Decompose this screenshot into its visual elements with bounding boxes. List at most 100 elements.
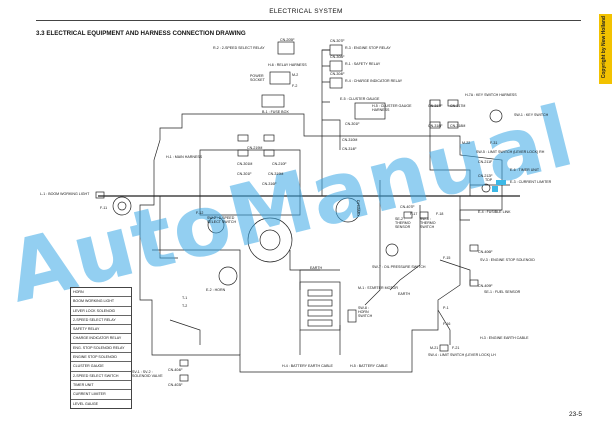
label-sw2: SW-2 : 2-SPEED SELECT SWITCH xyxy=(207,216,237,225)
label-earth2: EARTH xyxy=(398,292,411,296)
label-battery-earth: H-4 : BATTERY EARTH CABLE xyxy=(282,364,333,368)
relay-r4 xyxy=(329,77,343,89)
page-header-title: ELECTRICAL SYSTEM xyxy=(269,8,343,15)
label-cn404f: CN-404F xyxy=(168,368,183,372)
label-cn406f: CN-406F xyxy=(478,250,493,254)
section-title: 3.3 ELECTRICAL EQUIPMENT AND HARNESS CON… xyxy=(36,30,246,37)
label-fuse-box: B-1 : FUSE BOX xyxy=(262,110,289,114)
label-cn409f: CN-409F xyxy=(478,284,493,288)
label-r3: R-3 : ENGINE STOP RELAY xyxy=(345,46,391,50)
legend-row: CHARGE INDICATOR RELAY xyxy=(71,333,131,342)
timer-unit xyxy=(481,183,491,193)
label-cluster-harness: H-5 : CLUSTER GAUGE HARNESS xyxy=(372,104,412,113)
label-cn310m: CN-310M xyxy=(342,138,358,142)
label-cn211f: CN-211F xyxy=(478,160,493,164)
legend-row: HORN xyxy=(73,290,84,294)
label-battery-cable: H-5 : BATTERY CABLE xyxy=(350,364,388,368)
label-f31: F-31 xyxy=(490,141,498,145)
earth-wire xyxy=(289,250,320,271)
label-cn319m: CN-319M xyxy=(268,172,284,176)
label-f11: F-11 xyxy=(100,206,108,210)
legend-row: ENG. STOP SOLENOID RELAY xyxy=(71,342,131,352)
label-f2: F-2 xyxy=(292,84,298,88)
current-limiter-mark xyxy=(496,180,506,185)
keyswitch-link xyxy=(429,100,471,196)
legend-row: 2-SPEED SELECT SWITCH xyxy=(71,370,131,380)
relay-r2 xyxy=(277,41,295,55)
label-sv3: SV-3 : ENGINE STOP SOLENOID xyxy=(480,258,535,262)
boom-light xyxy=(112,196,132,216)
label-cn403f: CN-403F xyxy=(168,383,183,387)
label-r1: R-1 : SAFETY RELAY xyxy=(345,62,381,66)
legend-row: CURRENT LIMITER xyxy=(71,389,131,398)
label-cn301fb: CN-301F xyxy=(237,172,252,176)
relay-r3 xyxy=(329,44,343,56)
cluster-gauge-box xyxy=(354,102,386,120)
label-t1: T-1 xyxy=(182,296,188,300)
oil-switch-circle xyxy=(385,243,399,257)
fuse-box xyxy=(261,94,285,108)
engine-area-wire xyxy=(389,205,421,291)
frame-outline xyxy=(139,113,503,373)
label-timer: E-6 : TIMER UNIT xyxy=(510,168,540,172)
label-sv1: SV-1 : SV-2 : SOLENOID VALVE xyxy=(132,370,163,379)
label-cn301f: CN-301F xyxy=(345,122,360,126)
key-switch xyxy=(489,109,503,123)
label-h7a: H-7A : KEY SWITCH HARNESS xyxy=(465,93,517,97)
label-f17: F-17 xyxy=(410,212,418,216)
label-cn314f: CN-314F xyxy=(342,147,357,151)
label-current-limiter: E-3 : CURRENT LIMITER xyxy=(510,180,552,184)
label-cn318f: CN-318F xyxy=(428,124,443,128)
label-engine-earth: H-3 : ENGINE EARTH CABLE xyxy=(480,336,529,340)
power-socket-box xyxy=(269,71,291,85)
label-l1: L-1 : BOOM WORKING LIGHT xyxy=(40,192,90,196)
label-fuel-sensor: SE-1 : FUEL SENSOR xyxy=(484,290,521,294)
starter-wire xyxy=(299,269,340,290)
legend-row: CLUSTER GAUGE xyxy=(71,361,131,370)
label-cn318m: CN-318M xyxy=(450,124,466,128)
solenoid-wire xyxy=(169,319,201,345)
label-cn304f: CN-304F xyxy=(330,72,345,76)
label-power-socket: POWER SOCKET xyxy=(250,74,265,83)
horn-circle xyxy=(218,266,238,286)
label-t2: T-2 xyxy=(182,304,188,308)
label-sw8: SW-8 : HORN SWITCH xyxy=(358,306,373,319)
label-fusible: E-4 : FUSIBLE LINK xyxy=(478,210,511,214)
lh-limit-wire xyxy=(437,309,451,345)
inner-bracket xyxy=(152,249,241,355)
label-se2: SE-2 : THERMO SENSOR xyxy=(395,217,411,230)
label-sw5: SW-5 : LIMIT SWITCH (LEVER LOCK) RH xyxy=(476,150,545,154)
label-cn301m: CN-301M xyxy=(237,162,253,166)
label-key-switch: SW-1 : KEY SWITCH xyxy=(514,113,549,117)
label-cn210f: CN-210F xyxy=(272,162,287,166)
copyright-tab: Copyright by New Holland xyxy=(599,14,612,84)
fusible-link-wire xyxy=(459,196,470,221)
vertical-harness-left xyxy=(159,196,178,259)
label-f15: F-15 xyxy=(443,256,451,260)
pulley-large xyxy=(247,217,293,263)
legend-row: ENGINE STOP SOLENOID xyxy=(71,352,131,361)
label-p1: P-1 xyxy=(443,306,449,310)
label-cn205f: CN-205F xyxy=(280,38,295,42)
label-r2: R-2 : 2-SPEED SELECT RELAY xyxy=(213,46,265,50)
tdp-mark xyxy=(492,186,498,192)
label-earth: EARTH xyxy=(310,266,323,270)
dynamo-circle xyxy=(335,197,361,223)
label-f12: F-12 xyxy=(196,211,204,215)
label-h6relay: H-6 : RELAY HARNESS xyxy=(268,63,307,67)
fuel-sensor-wire xyxy=(439,259,471,285)
label-h1: H-1 : MAIN HARNESS xyxy=(166,155,203,159)
label-oil-sw: SW-7 : OIL PRESSURE SWITCH xyxy=(372,265,426,269)
legend-row: SAFETY RELAY xyxy=(71,324,131,333)
header-rule xyxy=(36,20,581,21)
label-m2: M-2 xyxy=(292,73,299,77)
battery xyxy=(299,281,341,331)
label-cn316f: CN-316F xyxy=(262,182,277,186)
label-cn317m: CN-317M xyxy=(450,104,466,108)
label-cn212f: CN-212F xyxy=(478,174,493,178)
relay-bus xyxy=(322,49,330,103)
legend-row: 2-SPEED SELECT RELAY xyxy=(71,314,131,324)
legend-row: LEVEL GAUGE xyxy=(71,398,131,408)
